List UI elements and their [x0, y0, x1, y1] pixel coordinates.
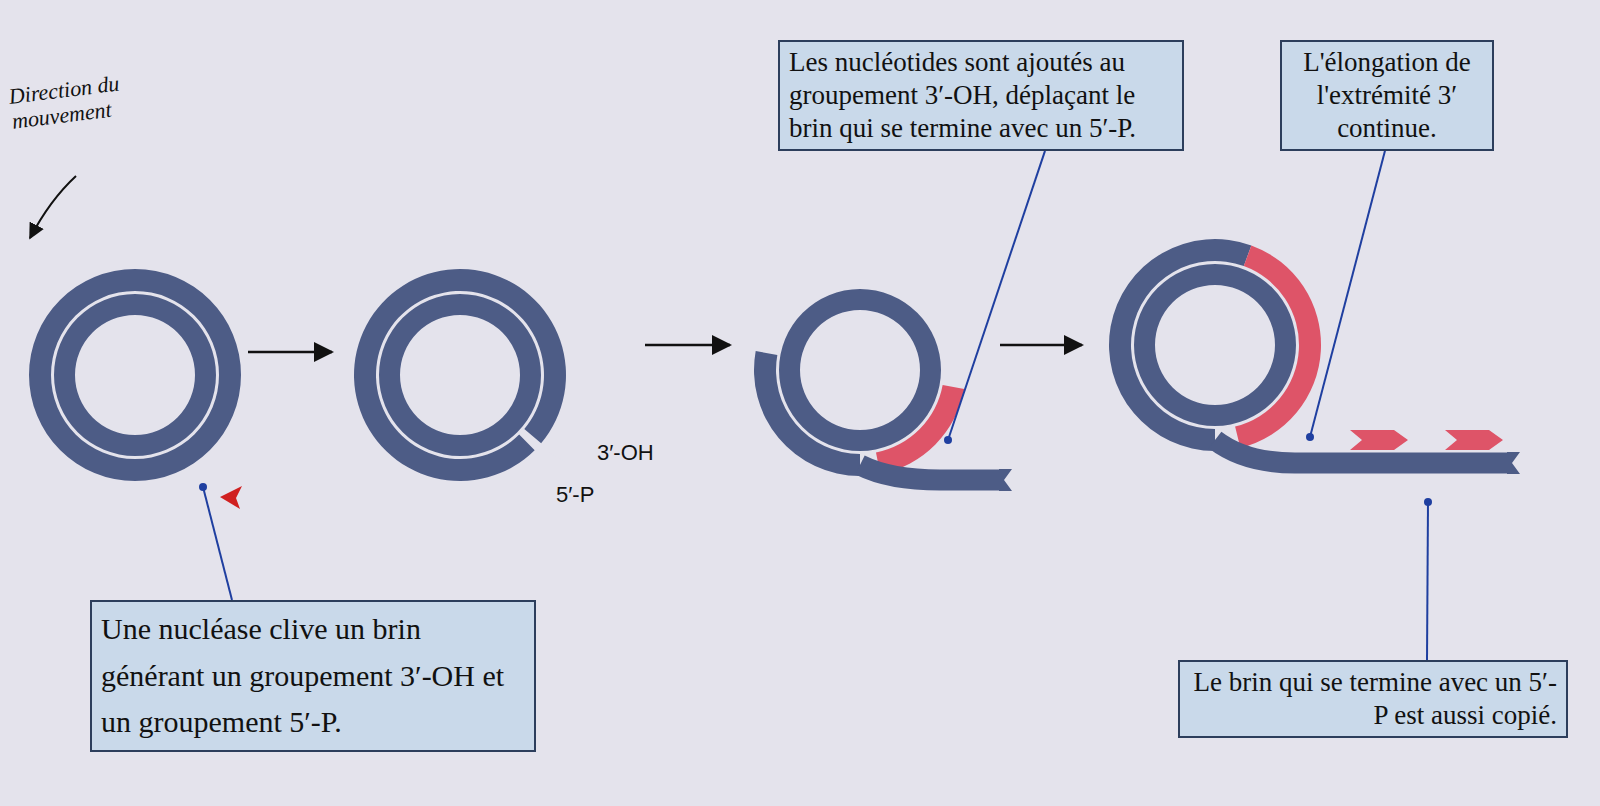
step-arrow: [248, 351, 332, 354]
strand-end: [999, 469, 1012, 491]
plasmid: [29, 269, 241, 481]
plasmid: [354, 269, 566, 481]
leader-dot: [1306, 433, 1314, 441]
outer-strand: [1109, 239, 1251, 451]
displaced-strand: [860, 465, 1000, 480]
outer-strand: [754, 351, 860, 476]
callout-text: L'élongation de l'extrémité 3′ continue.: [1291, 46, 1483, 145]
leader-dot: [944, 436, 952, 444]
callout-box: Les nucléotides sont ajoutés au groupeme…: [778, 40, 1184, 151]
strand-end: [1507, 452, 1520, 474]
plasmid: [1109, 239, 1520, 474]
leader-dot: [199, 483, 207, 491]
new-strand: [1235, 245, 1321, 447]
leader-line: [948, 151, 1045, 440]
callout-box: Une nucléase clive un brin générant un g…: [90, 600, 536, 752]
direction-arrow: [30, 176, 76, 238]
strand-end-label: 5′-P: [556, 482, 594, 507]
leader-dot: [1424, 498, 1432, 506]
step-arrow: [645, 344, 730, 347]
inner-strand: [379, 294, 541, 456]
step-arrow: [1000, 344, 1082, 347]
leader-line: [203, 487, 232, 600]
callout-box: Le brin qui se termine avec un 5′-P est …: [1178, 660, 1568, 738]
inner-strand: [779, 289, 941, 451]
callout-box: L'élongation de l'extrémité 3′ continue.: [1280, 40, 1494, 151]
inner-strand: [1134, 264, 1296, 426]
leader-line: [1427, 502, 1428, 660]
plasmid: [754, 289, 1012, 491]
callout-text: Une nucléase clive un brin générant un g…: [101, 606, 525, 746]
callout-text: Les nucléotides sont ajoutés au groupeme…: [789, 46, 1173, 145]
outer-strand: [29, 269, 241, 481]
cleavage-flag: [220, 486, 242, 509]
strand-end-label: 3′-OH: [597, 440, 654, 465]
new-strand-chevron: [1350, 430, 1408, 450]
new-strand-chevron: [1445, 430, 1503, 450]
direction-label: Direction du mouvement: [7, 68, 142, 134]
outer-strand: [354, 269, 566, 481]
inner-strand: [54, 294, 216, 456]
callout-text: Le brin qui se termine avec un 5′-P est …: [1189, 666, 1557, 732]
nick: [548, 452, 566, 470]
leader-line: [1310, 151, 1385, 437]
